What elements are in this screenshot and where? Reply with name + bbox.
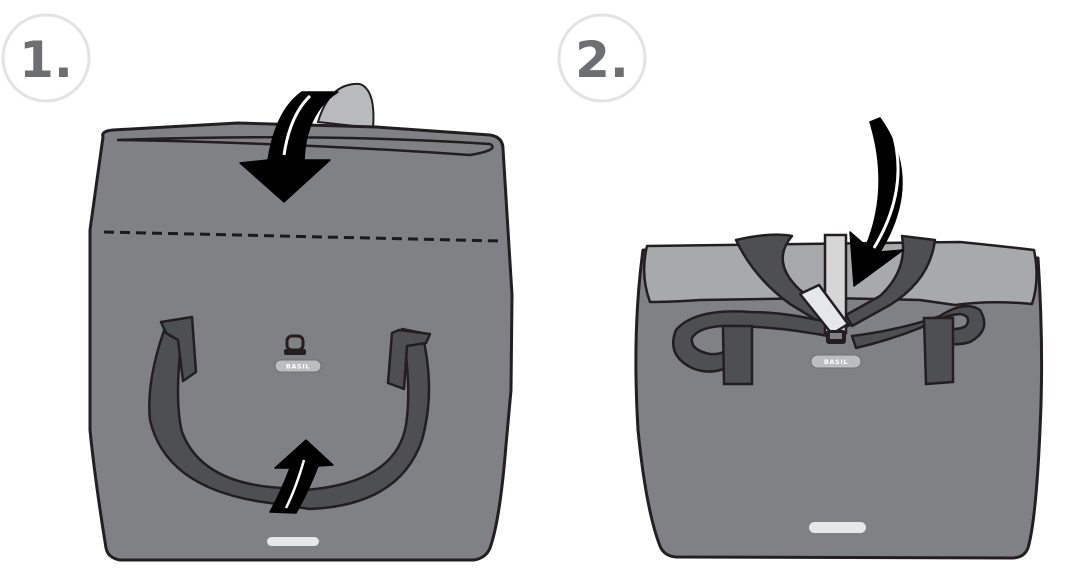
logo-plate-2 — [810, 354, 862, 369]
brand-logo-1: BASIL — [286, 363, 310, 371]
velcro-strap — [798, 283, 850, 336]
up-arrow-icon — [269, 439, 334, 514]
strap-tab-right-2 — [922, 316, 955, 386]
rolled-flap — [316, 82, 375, 130]
strap-top-loop-right — [844, 234, 937, 328]
step-1-number: 1. — [19, 31, 73, 89]
strap-tab-left-2 — [721, 324, 754, 386]
step-2-number: 2. — [575, 31, 629, 89]
fold-arrow-icon — [239, 91, 339, 203]
step-1-badge: 1. — [1, 13, 91, 103]
down-arrow-icon — [849, 117, 904, 287]
strap-tab-right — [386, 328, 432, 391]
strap-tab-left — [159, 315, 198, 383]
bag-opening — [116, 136, 494, 157]
brand-logo-2: BASIL — [824, 358, 848, 366]
reflector-2 — [809, 522, 866, 533]
d-ring-icon — [284, 334, 306, 355]
step-2-badge: 2. — [557, 13, 647, 103]
buckle-inner — [830, 333, 842, 339]
fold-line — [103, 230, 502, 243]
step-2: 2. BASIL — [557, 13, 1044, 560]
step-1: 1. BASIL — [1, 13, 514, 562]
logo-plate-1 — [274, 359, 322, 373]
reflector-1 — [267, 537, 319, 546]
